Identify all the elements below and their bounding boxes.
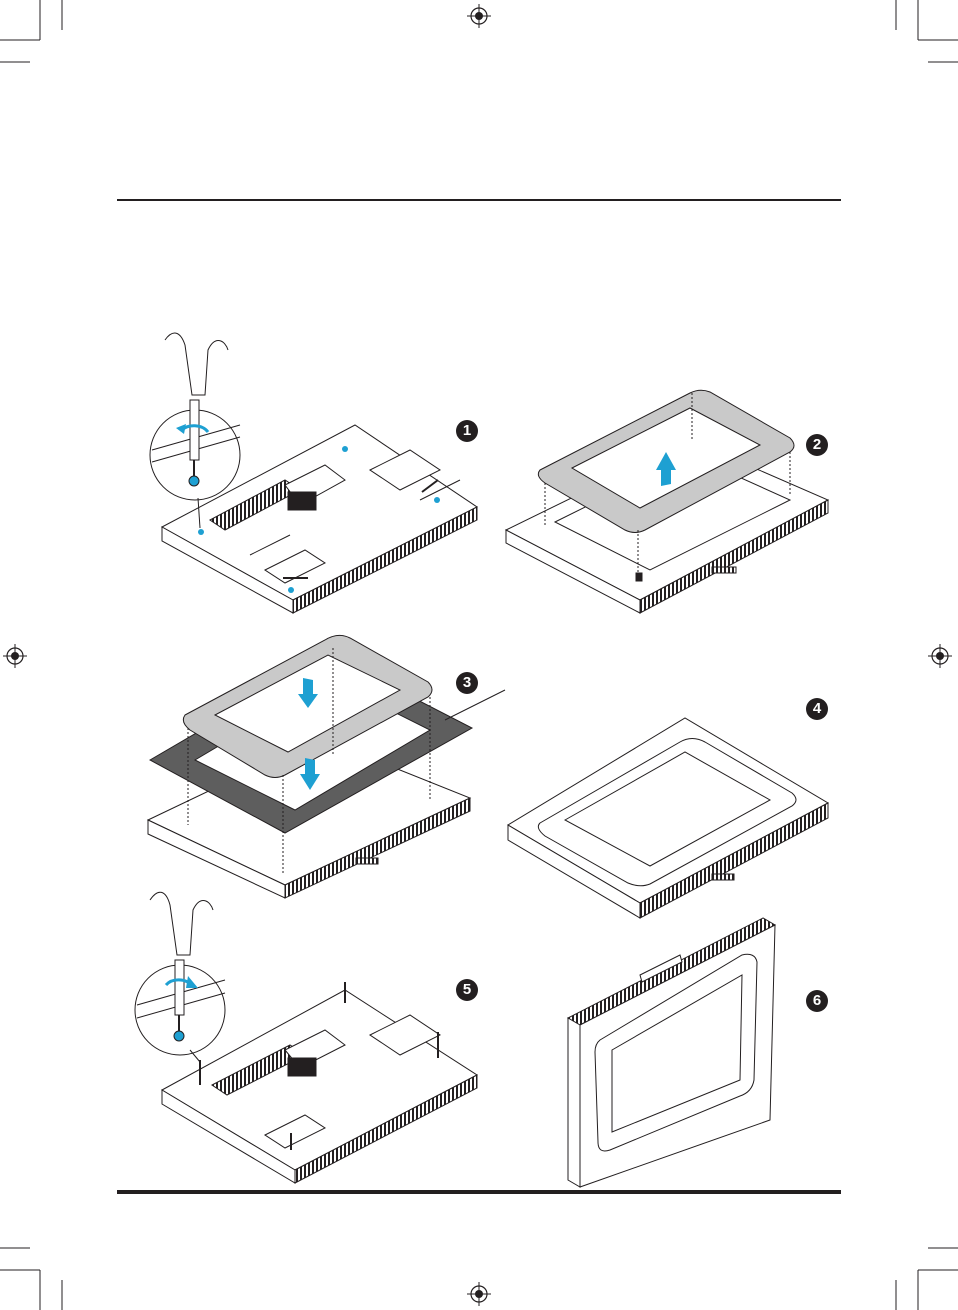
step6-illustration xyxy=(568,918,775,1187)
step-2-badge: 2 xyxy=(806,434,828,456)
step4-illustration xyxy=(508,718,828,918)
step-6-badge: 6 xyxy=(806,990,828,1012)
step-5-badge: 5 xyxy=(456,979,478,1001)
step-3-badge: 3 xyxy=(456,672,478,694)
step-4-badge: 4 xyxy=(806,698,828,720)
step-1-badge: 1 xyxy=(456,420,478,442)
step2-illustration xyxy=(506,390,828,613)
step1-illustration xyxy=(150,333,477,613)
step5-illustration xyxy=(135,892,477,1183)
step3-illustration xyxy=(148,635,505,898)
